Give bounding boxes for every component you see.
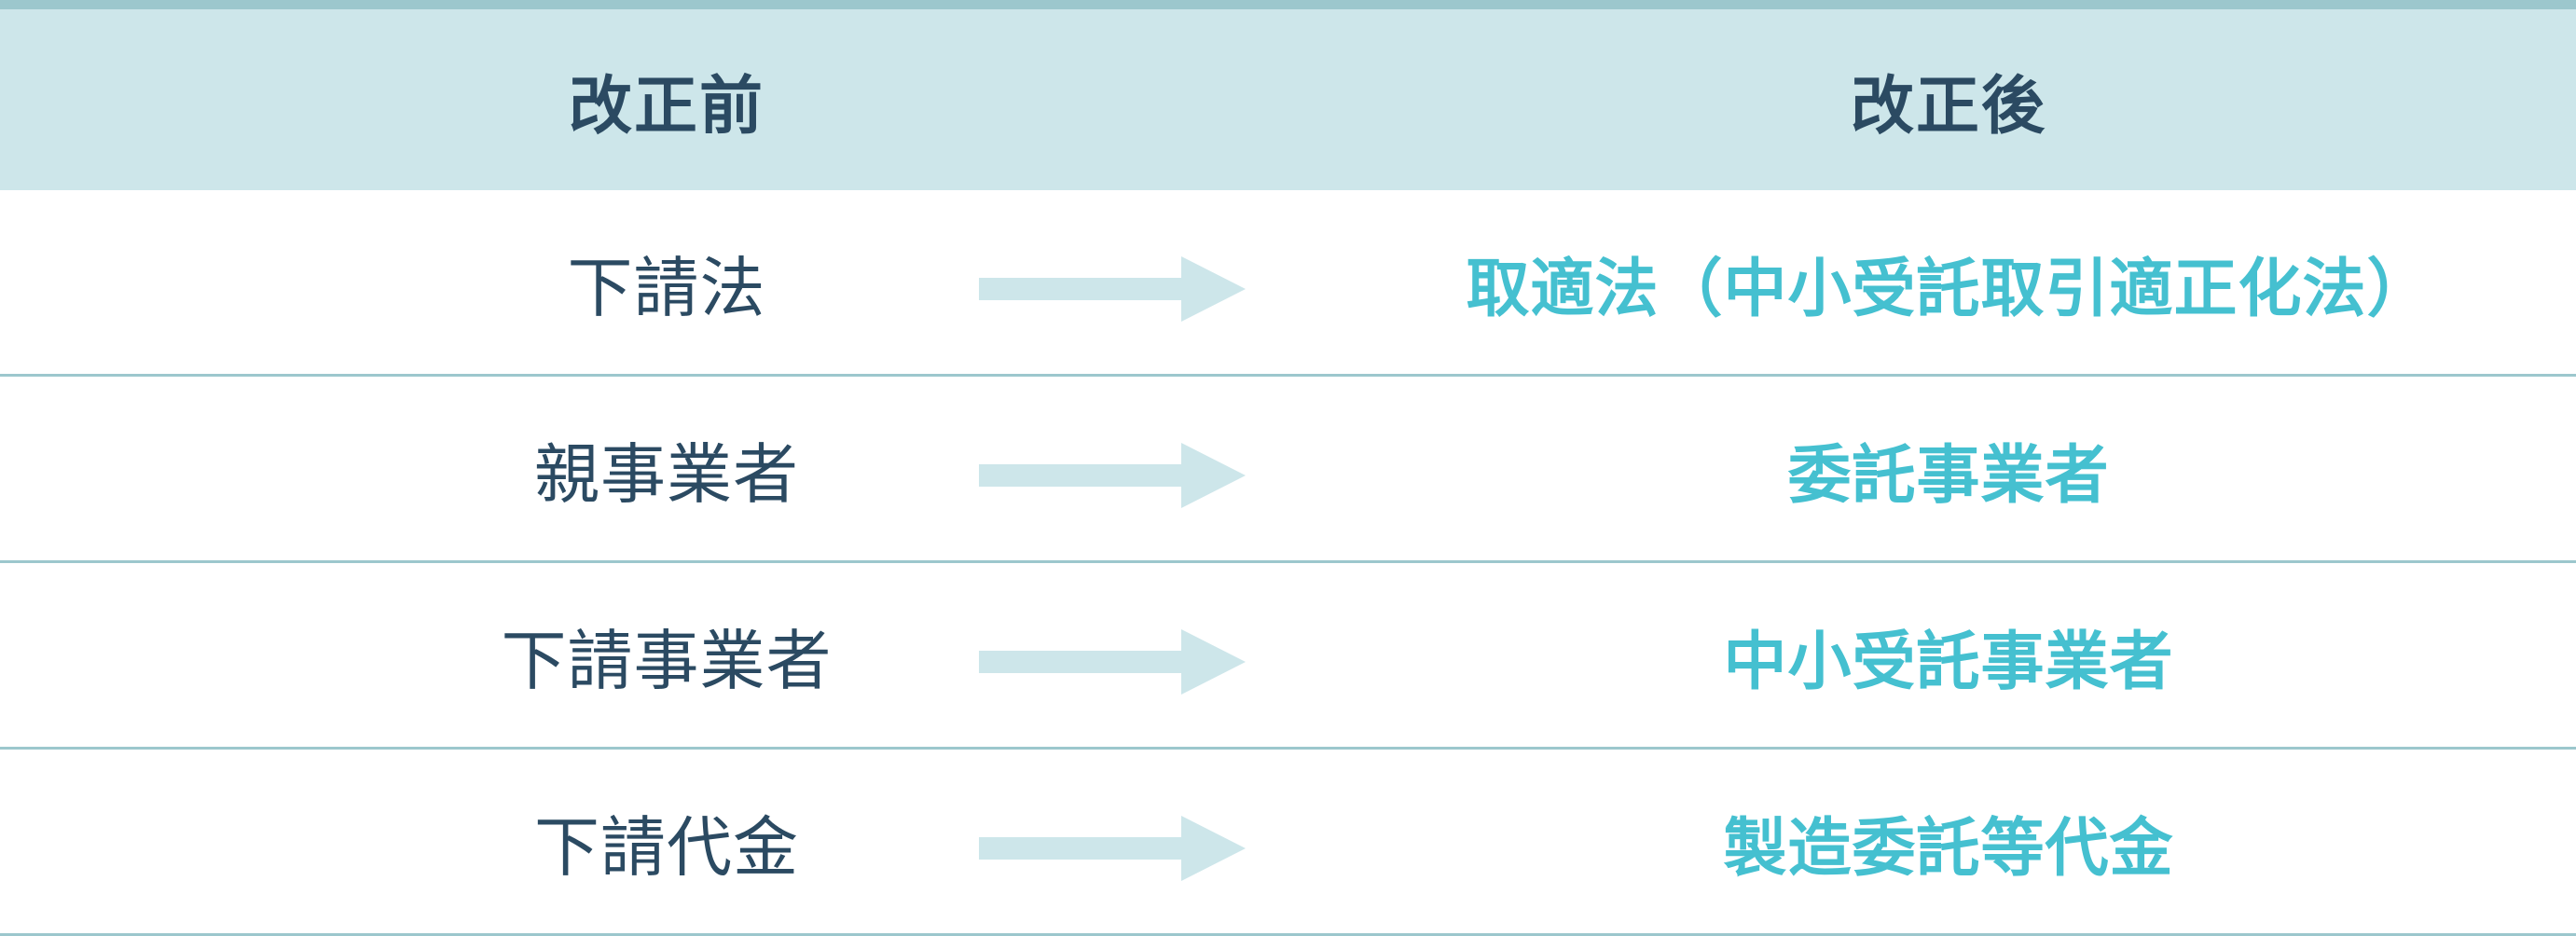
table-row: 下請代金 製造委託等代金 <box>0 750 2576 936</box>
after-term: 委託事業者 <box>1787 438 2110 513</box>
before-term: 下請事業者 <box>501 622 833 699</box>
right-arrow-icon <box>979 816 1246 881</box>
row-divider <box>0 374 2576 377</box>
before-term: 親事業者 <box>534 435 799 513</box>
before-term: 下請代金 <box>534 808 799 886</box>
header-before: 改正前 <box>568 69 765 144</box>
right-arrow-icon <box>979 629 1246 695</box>
row-divider <box>0 747 2576 750</box>
right-arrow-icon <box>979 256 1246 322</box>
after-term: 中小受託事業者 <box>1723 625 2174 699</box>
table-row: 親事業者 委託事業者 <box>0 377 2576 563</box>
row-divider <box>0 933 2576 936</box>
header-after: 改正後 <box>1850 69 2046 144</box>
right-arrow-icon <box>979 443 1246 508</box>
top-rule <box>0 0 2576 9</box>
table-header: 改正前 改正後 <box>0 9 2576 190</box>
row-divider <box>0 560 2576 563</box>
after-term: 取適法（中小受託取引適正化法） <box>1466 252 2431 326</box>
before-term: 下請法 <box>567 249 766 326</box>
table-row: 下請事業者 中小受託事業者 <box>0 563 2576 750</box>
table-row: 下請法 取適法（中小受託取引適正化法） <box>0 190 2576 377</box>
after-term: 製造委託等代金 <box>1723 811 2174 886</box>
